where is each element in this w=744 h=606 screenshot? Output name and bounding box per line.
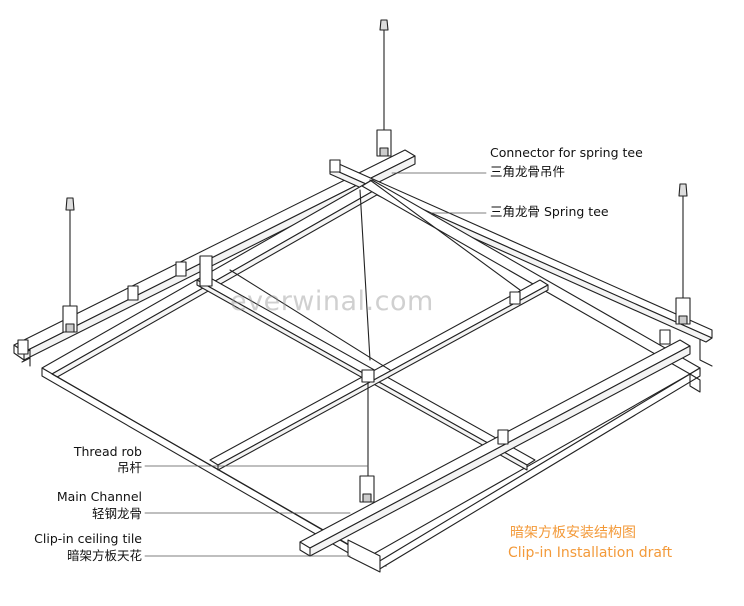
caption-cn: 暗架方板安装结构图: [510, 525, 636, 541]
thread-rod-label-cn: 吊杆: [116, 460, 142, 475]
hanger-left: [62, 197, 78, 333]
main-channel-front: [299, 339, 691, 557]
main-channel-back: [13, 149, 416, 367]
watermark: everwinal.com: [230, 286, 434, 317]
clip-tile-label-en: Clip-in ceiling tile: [34, 531, 142, 546]
leader-lines: [144, 172, 487, 557]
spring-tee-label: 三角龙骨 Spring tee: [490, 204, 609, 219]
hanger-back: [376, 19, 392, 157]
cross-tee-center: [209, 279, 549, 471]
main-channel-label-en: Main Channel: [56, 489, 142, 504]
thread-rod-label-en: Thread rob: [73, 444, 142, 459]
ceiling-tile-edge: [347, 373, 701, 573]
spring-tee-connectors: [17, 159, 671, 445]
spring-tee-label-en: Spring tee: [544, 204, 609, 219]
caption-en: Clip-in Installation draft: [508, 545, 673, 561]
hanger-right: [675, 183, 691, 325]
main-channel-label-cn: 轻钢龙骨: [91, 506, 142, 521]
spring-tee-label-cn: 三角龙骨: [490, 204, 541, 219]
connector-label-en: Connector for spring tee: [490, 145, 643, 160]
hanger-center: [359, 369, 375, 503]
connector-label-cn: 三角龙骨吊件: [490, 164, 566, 179]
clip-tile-label-cn: 暗架方板天花: [66, 548, 142, 563]
cross-tee-short: [229, 179, 521, 371]
